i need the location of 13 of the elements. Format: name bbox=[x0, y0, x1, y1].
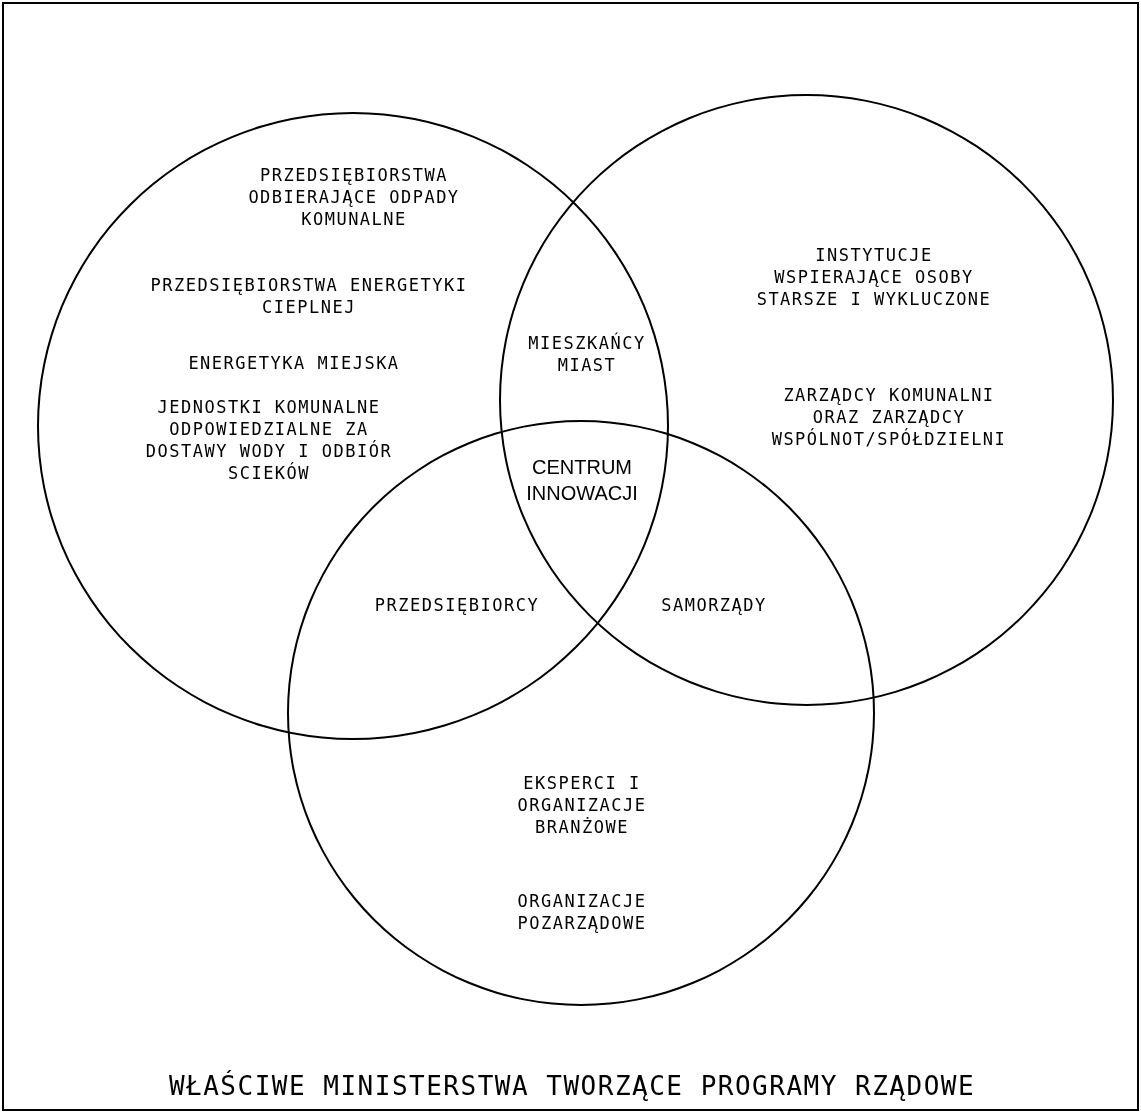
group-label: ENERGETYKA MIEJSKA bbox=[187, 352, 401, 375]
group-label: PRZEDSIĘBIORSTWA ODBIERAJĄCE ODPADY KOMUNALNE bbox=[247, 164, 461, 231]
group-label: ORGANIZACJE POZARZĄDOWE bbox=[516, 890, 648, 935]
overlap-label: CENTRUM INNOWACJI bbox=[525, 455, 639, 506]
overlap-label: PRZEDSIĘBIORCY bbox=[373, 594, 541, 617]
overlap-label: MIESZKAŃCY MIAST bbox=[527, 332, 647, 377]
group-label: JEDNOSTKI KOMUNALNE ODPOWIEDZIALNE ZA DOSTAWY WODY I ODBIÓR SCIEKÓW bbox=[144, 396, 394, 485]
overlap-label: SAMORZĄDY bbox=[660, 594, 768, 617]
group-label: EKSPERCI I ORGANIZACJE BRANŻOWE bbox=[516, 772, 648, 839]
footer-text: WŁAŚCIWE MINISTERSTWA TWORZĄCE PROGRAMY RZĄDOWE bbox=[167, 1070, 977, 1103]
group-label: ZARZĄDCY KOMUNALNI ORAZ ZARZĄDCY WSPÓLNOT/SPÓŁDZIELNI bbox=[770, 384, 1008, 451]
group-label: INSTYTUCJE WSPIERAJĄCE OSOBY STARSZE I WYKLUCZONE bbox=[755, 244, 993, 311]
group-label: PRZEDSIĘBIORSTWA ENERGETYKI CIEPLNEJ bbox=[149, 274, 469, 319]
